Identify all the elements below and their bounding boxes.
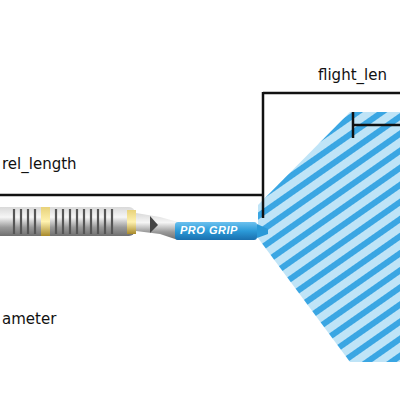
shaft-top [136, 213, 178, 240]
dimension-label: ameter [2, 312, 56, 327]
flight [250, 100, 400, 380]
brand-logo: PRO GRIP [180, 225, 238, 236]
barrel [0, 207, 136, 236]
dimension-label: rel_length [2, 157, 77, 172]
dimension-label: flight_len [318, 68, 387, 83]
dimension-lines [0, 92, 400, 218]
shaft [175, 222, 268, 240]
